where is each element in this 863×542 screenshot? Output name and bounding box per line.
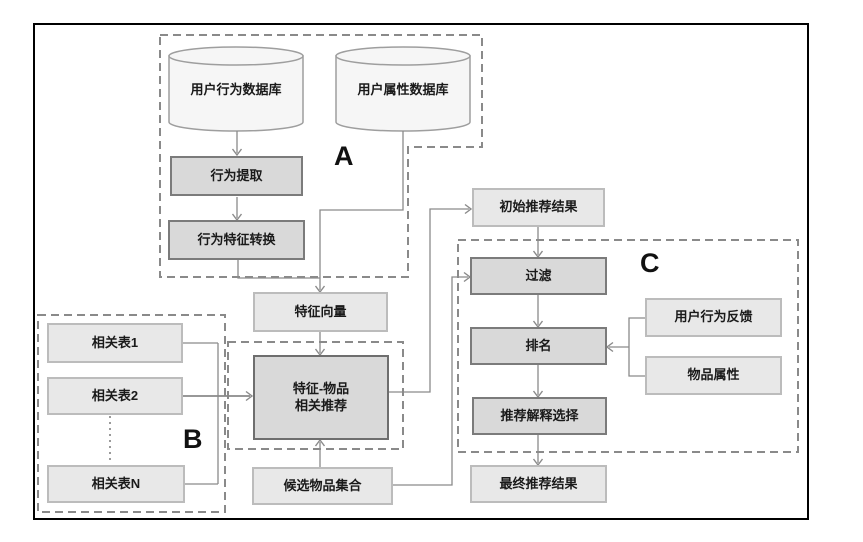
node-explanation-selection: 推荐解释选择 <box>472 397 607 435</box>
feature-item-line2: 相关推荐 <box>294 397 347 413</box>
node-behavior-extraction: 行为提取 <box>170 156 303 196</box>
node-filter: 过滤 <box>470 257 607 295</box>
node-ranking: 排名 <box>470 327 607 365</box>
database-cylinder-user-attribute <box>335 46 471 132</box>
section-label-b: B <box>183 424 203 454</box>
section-label-c: C <box>640 248 660 278</box>
node-feature-item-recommendation: 特征-物品 相关推荐 <box>253 355 389 440</box>
node-related-table-n: 相关表N <box>47 465 185 503</box>
section-label-a: A <box>334 141 354 171</box>
group-c-dashed-box <box>457 239 799 453</box>
node-user-behavior-feedback: 用户行为反馈 <box>645 298 782 337</box>
node-related-table-1: 相关表1 <box>47 323 183 363</box>
node-item-attributes: 物品属性 <box>645 356 782 395</box>
group-b-dashed-box <box>37 314 226 513</box>
database-cylinder-user-behavior <box>168 46 304 132</box>
node-behavior-feature-conversion: 行为特征转换 <box>168 220 305 260</box>
node-user-behavior-database: 用户行为数据库 <box>190 81 282 97</box>
node-final-recommendation-results: 最终推荐结果 <box>470 465 607 503</box>
node-related-table-2: 相关表2 <box>47 377 183 415</box>
node-feature-vector: 特征向量 <box>253 292 388 332</box>
diagram-border <box>33 23 809 520</box>
feature-item-line1: 特征-物品 <box>292 380 350 396</box>
node-initial-recommendation-results: 初始推荐结果 <box>472 188 605 227</box>
node-candidate-item-set: 候选物品集合 <box>252 467 393 505</box>
node-user-attribute-database: 用户属性数据库 <box>357 81 449 97</box>
connector-lines <box>183 131 645 486</box>
group-a-dashed-box <box>159 34 483 278</box>
